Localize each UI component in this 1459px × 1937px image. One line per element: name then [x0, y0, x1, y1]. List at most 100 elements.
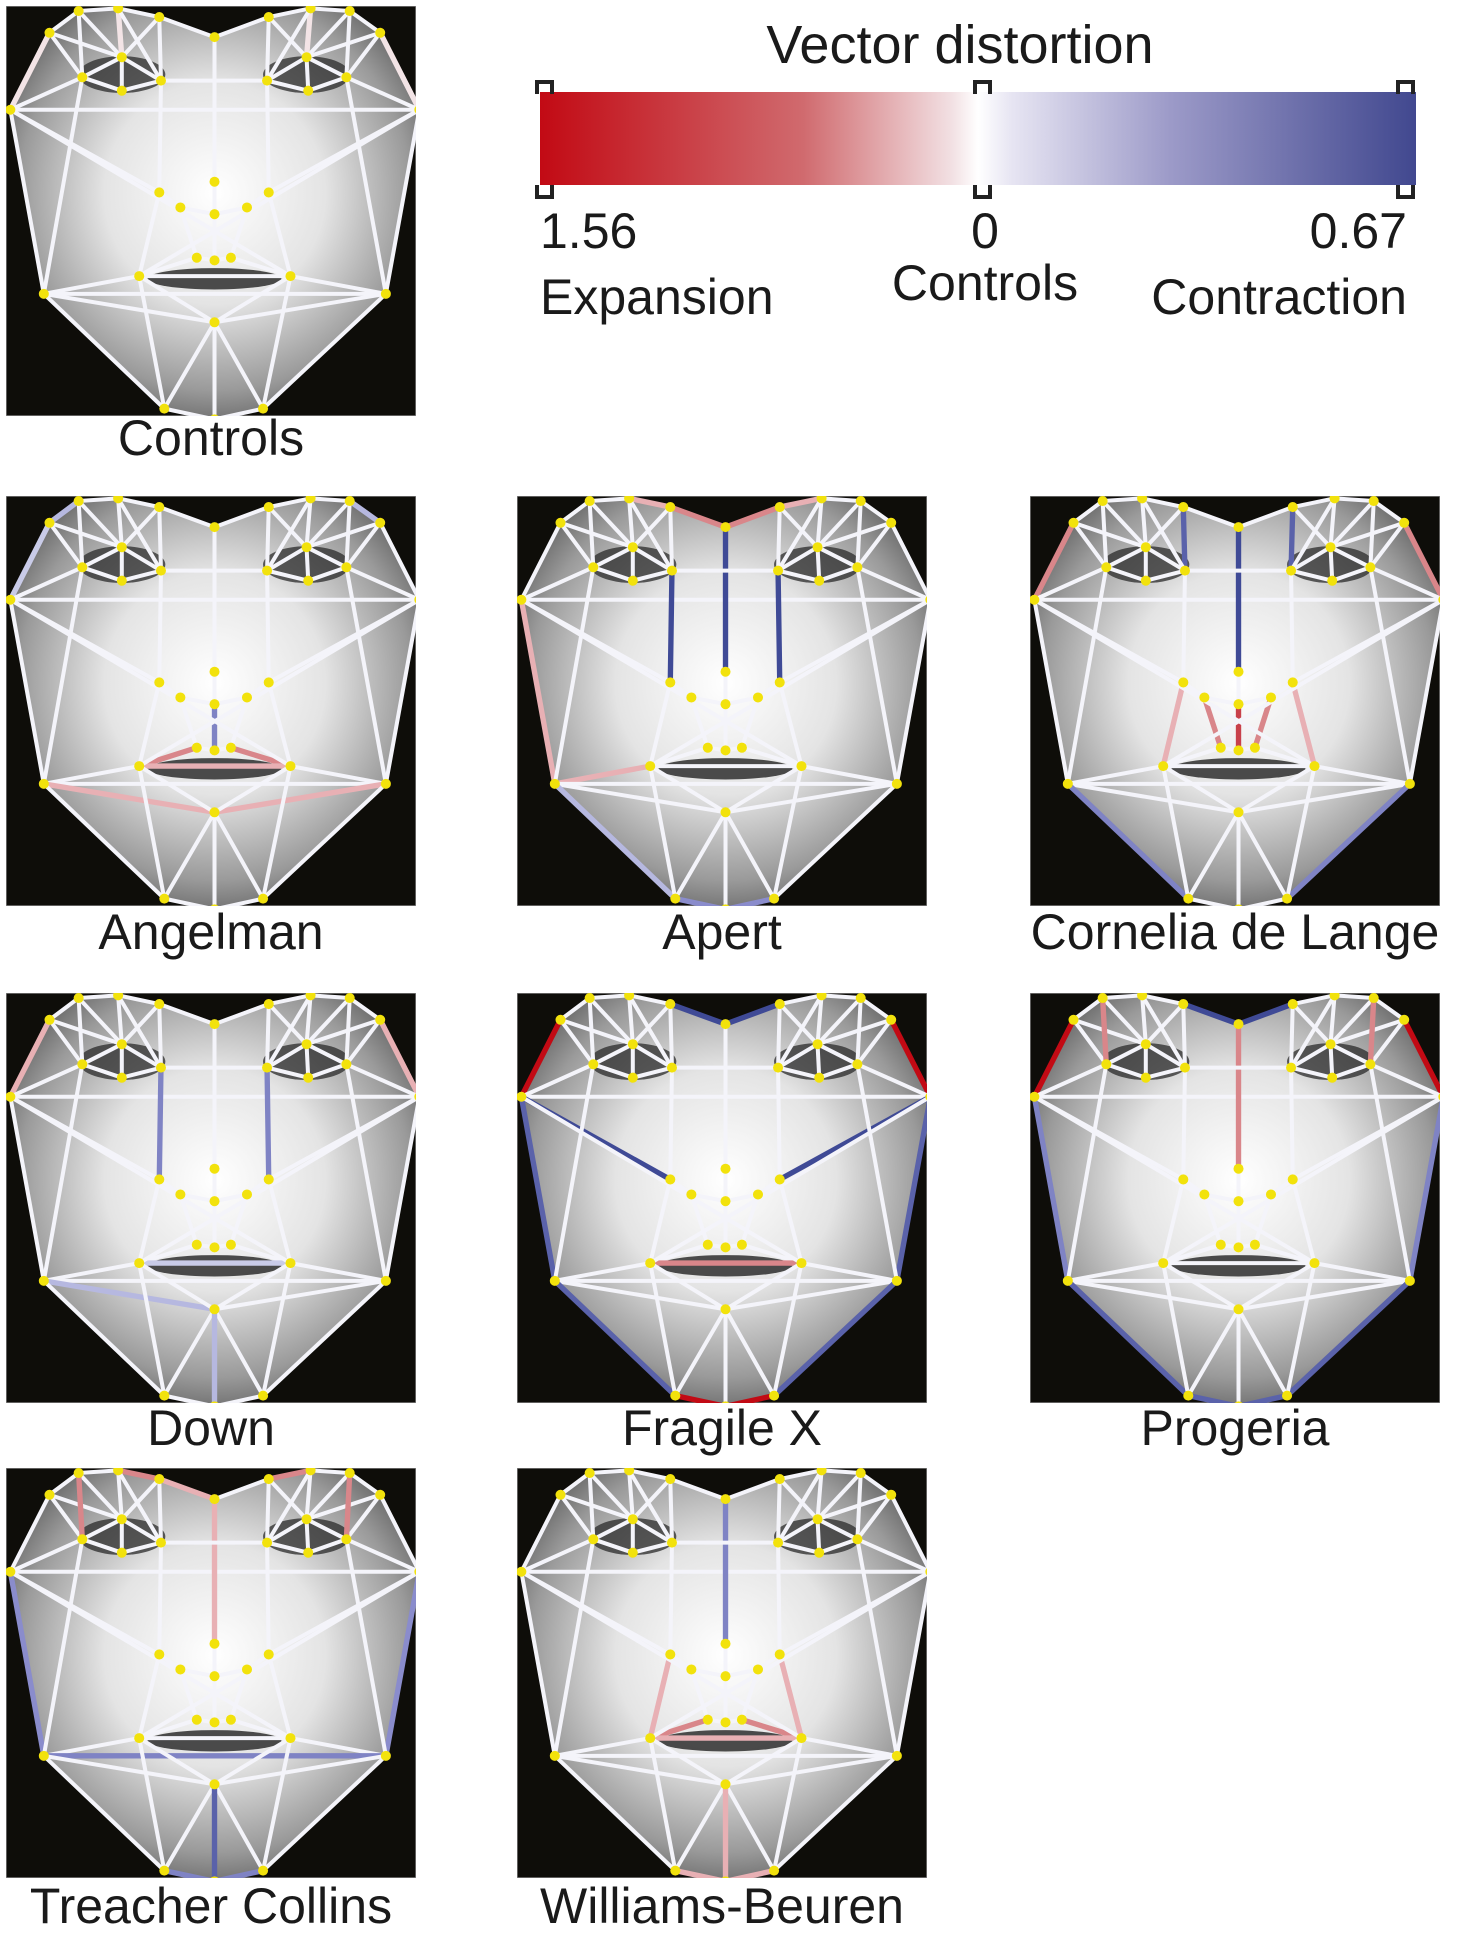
mesh-edge — [648, 1736, 728, 1787]
mesh-edge — [178, 695, 217, 707]
mesh-edge — [80, 1042, 124, 1067]
landmark-point — [665, 1649, 676, 1660]
mesh-edge — [1252, 1242, 1317, 1266]
mesh-edge — [894, 1100, 927, 1284]
mesh-edge — [304, 1042, 349, 1067]
mesh-edge — [8, 1537, 85, 1574]
mesh-edge — [587, 1471, 635, 1522]
mesh-edge — [519, 597, 804, 769]
mesh-edge — [587, 1468, 632, 1476]
mesh-edge — [1181, 568, 1187, 685]
panel-label: Controls — [117, 410, 305, 466]
mesh-edge — [648, 1242, 710, 1266]
mesh-edge — [1071, 520, 1109, 570]
mesh-edge — [212, 1192, 249, 1204]
mesh-edge — [1104, 545, 1148, 570]
landmark-point — [720, 745, 731, 756]
mesh-edge — [162, 406, 209, 416]
mesh-edge — [116, 496, 163, 573]
landmark-point — [624, 496, 635, 504]
landmark-point — [796, 1258, 807, 1269]
landmark-point — [645, 1733, 656, 1744]
mesh-edge — [1202, 1192, 1241, 1204]
mesh-edge — [304, 1017, 383, 1047]
landmark-point — [1325, 1039, 1336, 1050]
landmark-point — [1101, 1059, 1112, 1070]
landmark-point — [624, 1468, 635, 1476]
mesh-edge — [1104, 565, 1148, 583]
mesh-edge — [212, 1477, 271, 1502]
mesh-edge — [723, 695, 760, 707]
mesh-edge — [115, 1468, 162, 1482]
landmark-point — [210, 1876, 219, 1878]
mesh-edge — [667, 1001, 729, 1027]
landmark-point — [414, 106, 416, 114]
landmark-point — [341, 1534, 352, 1545]
mesh-edge — [8, 1569, 293, 1741]
mesh-edge — [266, 993, 313, 1007]
mesh-edge — [344, 1537, 416, 1573]
mesh-edge — [728, 1867, 777, 1878]
colorbar-min-label: 1.56 — [540, 203, 638, 259]
mesh-edge — [47, 1017, 85, 1067]
landmark-point — [155, 1537, 166, 1548]
colorbar-marker-mid-bottom — [973, 185, 992, 199]
mesh-edge — [648, 1736, 678, 1873]
mesh-edge — [347, 9, 383, 35]
landmark-point — [925, 596, 927, 604]
landmark-point — [301, 52, 312, 63]
landmark-point — [1309, 761, 1320, 772]
landmark-point — [134, 1258, 145, 1269]
mesh-edge — [627, 1468, 673, 1482]
panel-label: Apert — [662, 904, 782, 960]
mesh-edge — [587, 499, 635, 550]
mesh-edge — [212, 1667, 249, 1679]
mesh-edge — [119, 1477, 162, 1522]
landmark-point — [1365, 562, 1376, 573]
landmark-point — [1178, 1174, 1189, 1185]
mesh-edge — [119, 15, 162, 60]
mesh-edge — [1065, 764, 1166, 786]
landmark-point — [209, 1304, 220, 1315]
mesh-edge — [648, 764, 728, 815]
mesh-edge — [265, 993, 313, 1070]
mesh-edge — [137, 764, 167, 901]
landmark-point — [344, 993, 355, 1004]
face-panel-down — [6, 993, 416, 1403]
mesh-edge — [156, 1064, 164, 1183]
mesh-edge — [799, 1736, 899, 1758]
mesh-edge — [1371, 996, 1407, 1022]
landmark-point — [627, 1547, 638, 1558]
mesh-edge — [1290, 1002, 1333, 1047]
landmark-point — [375, 517, 386, 528]
mesh-edge — [1236, 781, 1412, 815]
mesh-edge — [648, 1261, 678, 1398]
mesh-edge — [220, 406, 266, 416]
mesh-edge — [41, 781, 167, 901]
mesh-edge — [7, 1017, 53, 1100]
mesh-edge — [304, 1471, 352, 1522]
mesh-edge — [1367, 995, 1377, 1067]
mesh-edge — [137, 680, 162, 769]
mesh-edge — [266, 505, 309, 550]
mesh-edge — [558, 1492, 635, 1522]
mesh-edge — [265, 1065, 311, 1080]
landmark-point — [1327, 1072, 1338, 1083]
mesh-edge — [212, 1261, 293, 1312]
landmark-point — [627, 1514, 638, 1525]
mesh-edge — [673, 810, 728, 901]
landmark-point — [1183, 893, 1194, 904]
mesh-edge — [304, 1492, 383, 1522]
landmark-point — [263, 1649, 274, 1660]
mesh-edge — [156, 1476, 218, 1502]
mesh-edge — [723, 1307, 777, 1398]
landmark-point — [584, 993, 595, 1004]
mesh-edge — [116, 993, 162, 1007]
landmark-point — [774, 999, 785, 1010]
mesh-edge — [776, 545, 820, 573]
landmark-point — [1233, 1242, 1244, 1253]
mesh-edge — [855, 499, 863, 570]
landmark-point — [1282, 1390, 1293, 1401]
landmark-point — [886, 517, 897, 528]
landmark-point — [209, 209, 220, 220]
